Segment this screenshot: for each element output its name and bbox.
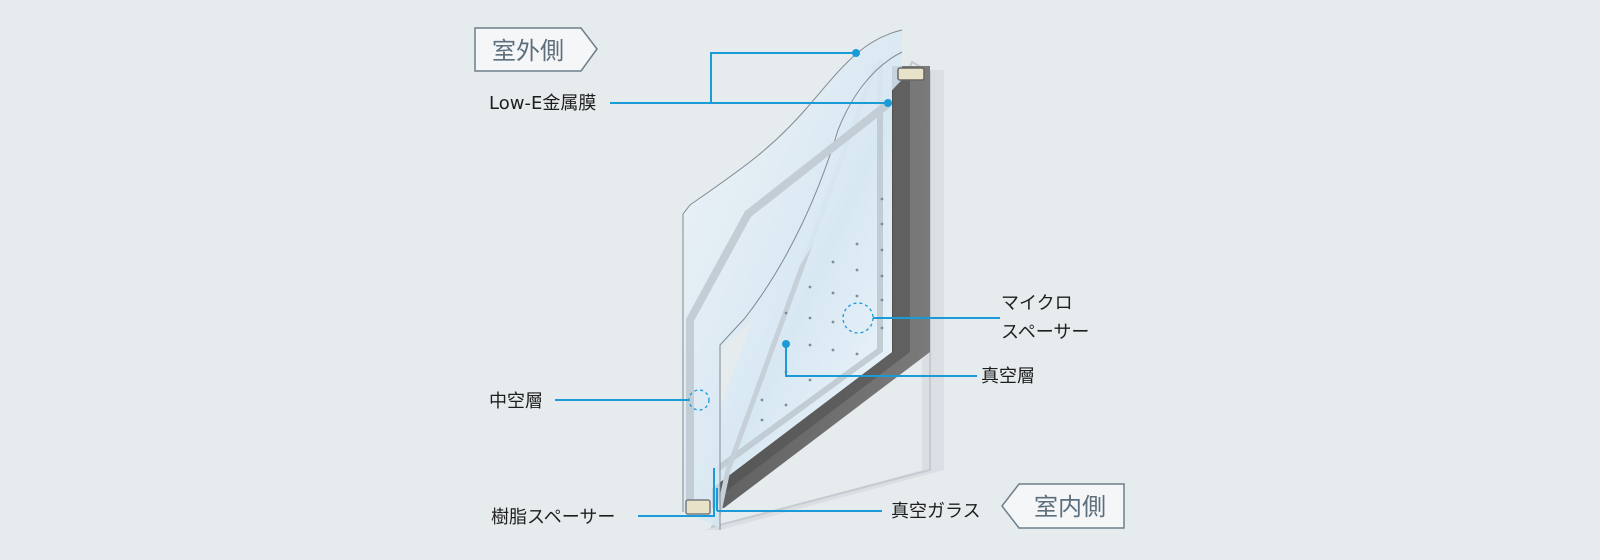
- label-vacuum-glass: 真空ガラス: [891, 501, 981, 522]
- micro-spacer-dot: [855, 242, 859, 246]
- micro-spacer-dot: [784, 403, 788, 407]
- micro-spacer-dot: [760, 398, 764, 402]
- micro-spacer-dot: [784, 311, 788, 315]
- outdoor-tag-text: 室外側: [492, 37, 564, 65]
- micro-spacer-dot: [831, 291, 835, 295]
- micro-spacer-dot: [808, 378, 812, 382]
- micro-spacer-dot: [808, 316, 812, 320]
- leader-dots: [782, 49, 892, 348]
- label-resin-spacer: 樹脂スペーサー: [491, 507, 615, 528]
- outdoor-glass-pane: [682, 29, 903, 530]
- resin-spacer-leader: [638, 468, 715, 517]
- micro-spacer-dot: [880, 248, 884, 252]
- indoor-tag: 室内側: [1001, 483, 1125, 529]
- indoor-tag-text: 室内側: [1034, 493, 1106, 521]
- micro-spacer-dot: [808, 285, 812, 289]
- micro-spacer-dot: [880, 298, 884, 302]
- micro-spacer-dot: [880, 197, 884, 201]
- micro-spacer-dot: [831, 348, 835, 352]
- resin-spacer: [685, 67, 925, 515]
- micro-spacer-dot: [855, 352, 859, 356]
- label-low-e-film: Low-E金属膜: [489, 93, 596, 114]
- micro-spacer-dot: [880, 274, 884, 278]
- leader-lines: [555, 52, 1000, 517]
- vacuum-layer-leader: [785, 344, 977, 377]
- micro-spacer-dot: [808, 343, 812, 347]
- micro-spacer-dot: [855, 268, 859, 272]
- micro-spacer-dot: [855, 294, 859, 298]
- micro-spacer-dot: [831, 260, 835, 264]
- micro-spacer-dot: [760, 418, 764, 422]
- micro-spacer-dot: [831, 320, 835, 324]
- label-micro-spacer-line2: スペーサー: [1001, 322, 1089, 343]
- low-e-leader: [610, 52, 856, 104]
- label-micro-spacer-line1: マイクロ: [1001, 293, 1073, 314]
- micro-spacer-dot: [880, 326, 884, 330]
- label-vacuum-layer: 真空層: [981, 366, 1035, 387]
- label-hollow-layer: 中空層: [489, 391, 543, 412]
- outdoor-tag: 室外側: [474, 27, 598, 72]
- micro-spacer-dot: [880, 222, 884, 226]
